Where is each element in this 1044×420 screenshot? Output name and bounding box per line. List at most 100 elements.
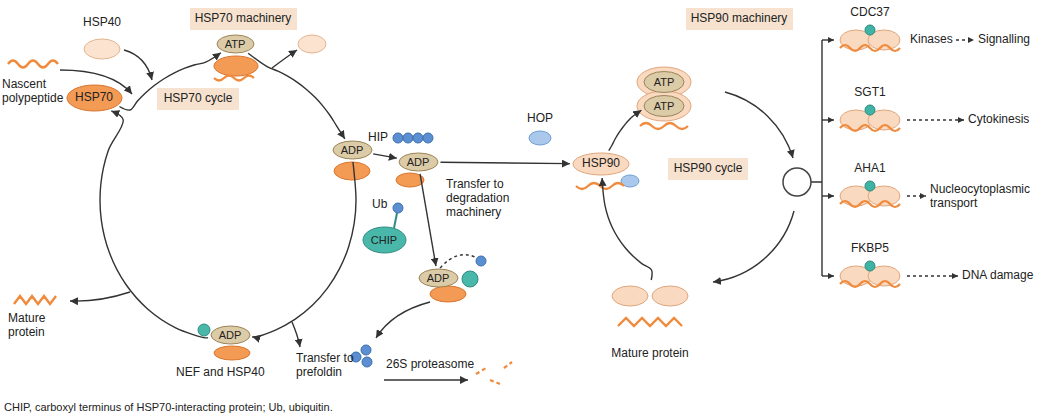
branch-arrow — [822, 195, 834, 196]
ellipse — [211, 326, 250, 344]
node-text: ADP — [219, 329, 242, 341]
hsp70-body — [334, 162, 370, 180]
cycle-arrow — [713, 211, 794, 282]
section-label-box: HSP70 machinery — [190, 8, 297, 30]
node-text: ADP — [341, 144, 364, 156]
node-text: CHIP — [371, 234, 397, 246]
open-clamp: Mature protein — [606, 282, 694, 360]
mature-protein-chain — [618, 318, 682, 326]
annotation-label: Mature protein — [8, 312, 58, 340]
arrow — [292, 322, 300, 347]
nucleotide-ellipse: ADP — [332, 140, 373, 160]
node-text: HSP90 cycle — [674, 162, 743, 175]
dashed-arrow — [956, 39, 974, 40]
node-text: AHA1 — [854, 162, 885, 175]
branch-arrow — [822, 275, 834, 276]
polypeptide — [8, 61, 58, 68]
annotation-label: HIP — [368, 131, 388, 145]
node-text: HSP70 cycle — [164, 92, 233, 105]
annotation-label: 26S proteasome — [386, 358, 474, 372]
hop-shape — [529, 131, 551, 145]
node-text: ATP — [225, 38, 246, 50]
nucleotide-ellipse: ADP — [398, 152, 439, 172]
nucleotide-ellipse: ADP — [210, 325, 251, 345]
chip-ub-link — [394, 213, 397, 228]
node-text: HSP90 — [582, 157, 620, 170]
arrow — [272, 50, 297, 68]
dashed-arrow — [907, 119, 964, 120]
cycle-arrow — [252, 162, 356, 337]
annotation-label: Signalling — [978, 33, 1030, 47]
chaperone-ellipse: HSP70 — [66, 84, 123, 112]
polypeptide — [576, 183, 624, 189]
dashed-arrow — [907, 275, 958, 276]
node-text: HSP40 — [83, 16, 121, 29]
section-label-box: HSP70 cycle — [157, 88, 239, 110]
client-chain — [840, 201, 900, 207]
ellipse — [333, 141, 372, 159]
hsp40-released — [298, 35, 326, 53]
nef-dot — [198, 324, 210, 336]
box-fill — [157, 88, 239, 110]
hsp70-body — [430, 286, 466, 302]
ellipse — [84, 39, 120, 59]
node-text: FKBP5 — [851, 242, 889, 255]
cycle-arrow — [609, 110, 642, 150]
branch-arrow — [822, 39, 834, 40]
client-chain — [840, 125, 900, 131]
cochaperone-dot — [865, 25, 875, 35]
section-label-box: HSP90 cycle — [668, 158, 748, 180]
ellipse — [363, 227, 406, 253]
peptide-fragments — [476, 362, 512, 384]
node-text: CDC37 — [850, 6, 889, 19]
annotation-label: Nucleocytoplasmic transport — [930, 183, 1040, 211]
ellipse — [573, 153, 629, 175]
ellipse — [67, 85, 122, 111]
caption: CHIP, carboxyl terminus of HSP70-interac… — [4, 401, 333, 413]
hsp90-lobe — [637, 67, 691, 97]
client-complex: SGT1 — [835, 86, 905, 136]
cycle-arrow — [100, 111, 208, 338]
cochaperone-dot — [865, 105, 875, 115]
arrow — [384, 379, 468, 380]
ubiquitin-transfer — [440, 255, 477, 268]
cycle-arrow — [602, 178, 652, 280]
client-complex: CDC37 — [835, 6, 905, 56]
cycle-arrow — [725, 92, 793, 158]
arrow — [70, 292, 130, 301]
annotation-label: Kinases — [910, 33, 953, 47]
cochaperone-dot — [865, 181, 875, 191]
chip-bound — [462, 271, 478, 287]
hsp90-lobe — [637, 91, 691, 121]
polypeptide — [214, 76, 254, 81]
node-text: HSP90 machinery — [691, 12, 788, 25]
arrow — [376, 302, 430, 338]
ellipse — [399, 153, 438, 171]
nucleotide-ellipse: ADP — [418, 268, 459, 288]
annotation-label: Transfer to prefoldin — [296, 352, 376, 380]
ubiquitin-chain — [351, 345, 372, 367]
node-text: ADP — [407, 156, 430, 168]
annotation-label: Cytokinesis — [968, 113, 1029, 127]
mature-protein-chain — [14, 296, 56, 304]
node-text: SGT1 — [854, 86, 885, 99]
client-chain — [840, 281, 900, 287]
ellipse — [644, 72, 684, 93]
chaperone-ellipse: HSP90 — [572, 152, 630, 176]
chaperone-shape: HSP40 — [76, 16, 128, 62]
node-text: ADP — [427, 272, 450, 284]
ellipse — [217, 35, 254, 53]
annotation-label: DNA damage — [962, 269, 1033, 283]
branch-arrow — [822, 119, 834, 120]
cochaperone-dot — [865, 261, 875, 271]
polypeptide — [640, 123, 688, 129]
dashed-arrow — [907, 195, 926, 196]
hsp70-body — [214, 56, 258, 76]
clamp-lobe — [612, 286, 648, 306]
box-fill — [668, 158, 748, 180]
cochaperone-ellipse: CHIP — [362, 226, 407, 254]
annotation-label: NEF and HSP40 — [176, 366, 265, 380]
nucleotide-pair: ATPATP — [643, 70, 685, 118]
node-text: HSP70 machinery — [195, 12, 292, 25]
